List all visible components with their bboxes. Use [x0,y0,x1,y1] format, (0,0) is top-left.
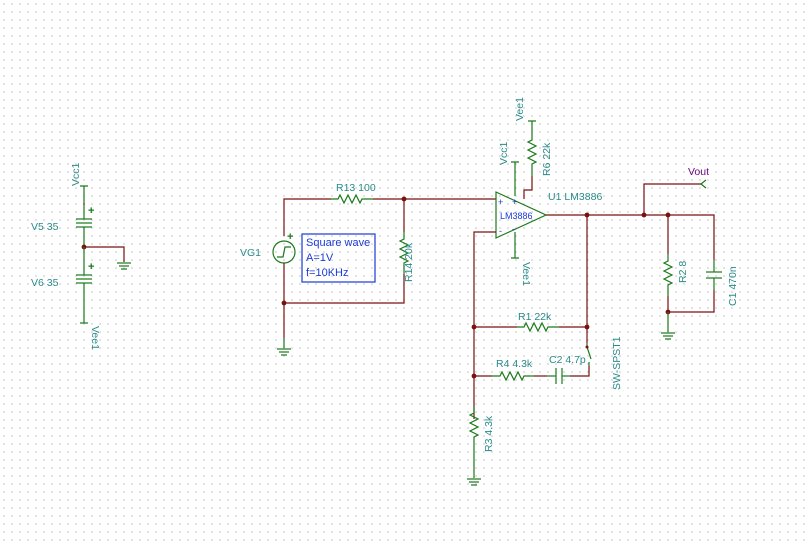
vee1-left-label: Vee1 [89,326,101,350]
battery-v5-icon [76,205,92,247]
resistor-r6-icon [526,134,538,176]
output-arrow-icon [700,179,707,189]
v6-label: V6 35 [31,277,59,289]
r6-label: R6 22k [541,142,553,176]
sw-spst1-label: SW-SPST1 [611,336,623,390]
input-source: R13 100 R14 20k + VG1 Square wave A=1V f… [240,182,496,356]
resistor-r14-icon [398,232,410,274]
opamp-noninverting-pin: + [498,197,503,207]
source-waveform: Square wave [306,237,370,249]
r14-label: R14 20k [403,242,415,282]
c1-label: C1 470n [727,266,739,306]
ground-icon [277,348,291,356]
power-supply: Vcc1 + V5 35 + V6 35 Vee [31,162,131,350]
r2-label: R2 8 [677,261,689,283]
resistor-r3-icon [468,406,480,448]
opamp-vplus-pin: + [512,197,517,207]
vee1-top-label: Vee1 [514,97,526,121]
resistor-r1-icon [517,321,559,333]
ground-icon [661,332,675,340]
resistor-r2-icon [662,254,674,296]
vee1-supply-symbol [528,120,536,134]
output-stage: Vout R2 8 C1 470n [546,166,739,340]
v5-plus: + [88,205,94,217]
source-frequency: f=10KHz [306,267,349,279]
source-amplitude: A=1V [306,252,334,264]
vcc1-supply-symbol [80,185,88,203]
vee1-supply-symbol [511,232,519,259]
op-amp-u1: Vee1 R6 22k Vcc1 + - LM3886 + - U1 LM388… [473,97,602,419]
opamp-body-label: LM3886 [500,211,533,221]
opamp-vminus-pin: - [512,224,515,234]
vout-label: Vout [688,166,709,178]
opamp-inverting-pin: - [499,226,502,236]
ground-icon [117,262,131,270]
capacitor-c1-icon [706,260,722,290]
vee1-opamp-label: Vee1 [520,262,532,286]
vg1-label: VG1 [240,247,261,259]
c2-label: C2 4.7p [549,354,586,366]
vcc1-opamp-label: Vcc1 [498,141,510,165]
r3-label: R3 4.3k [483,415,495,452]
source-params-box [301,233,376,283]
capacitor-c2-icon [547,368,570,384]
r4-label: R4 4.3k [496,358,533,370]
opamp-triangle-icon [495,191,548,239]
ground-icon [467,478,481,486]
resistor-r4-icon [492,370,534,382]
feedback-network: R1 22k SW-SPST1 C2 4.7p R4 4.3k R3 4.3k [467,215,623,486]
vcc1-supply-symbol [511,161,519,196]
resistor-r13-icon [331,193,373,205]
v5-label: V5 35 [31,221,59,233]
signal-generator-icon [272,240,296,264]
vcc1-label: Vcc1 [70,162,82,186]
vg1-plus: + [287,231,293,243]
u1-label: U1 LM3886 [548,191,602,203]
r1-label: R1 22k [518,311,552,323]
v6-plus: + [88,261,94,273]
r13-label: R13 100 [336,182,376,194]
battery-v6-icon [76,247,92,323]
